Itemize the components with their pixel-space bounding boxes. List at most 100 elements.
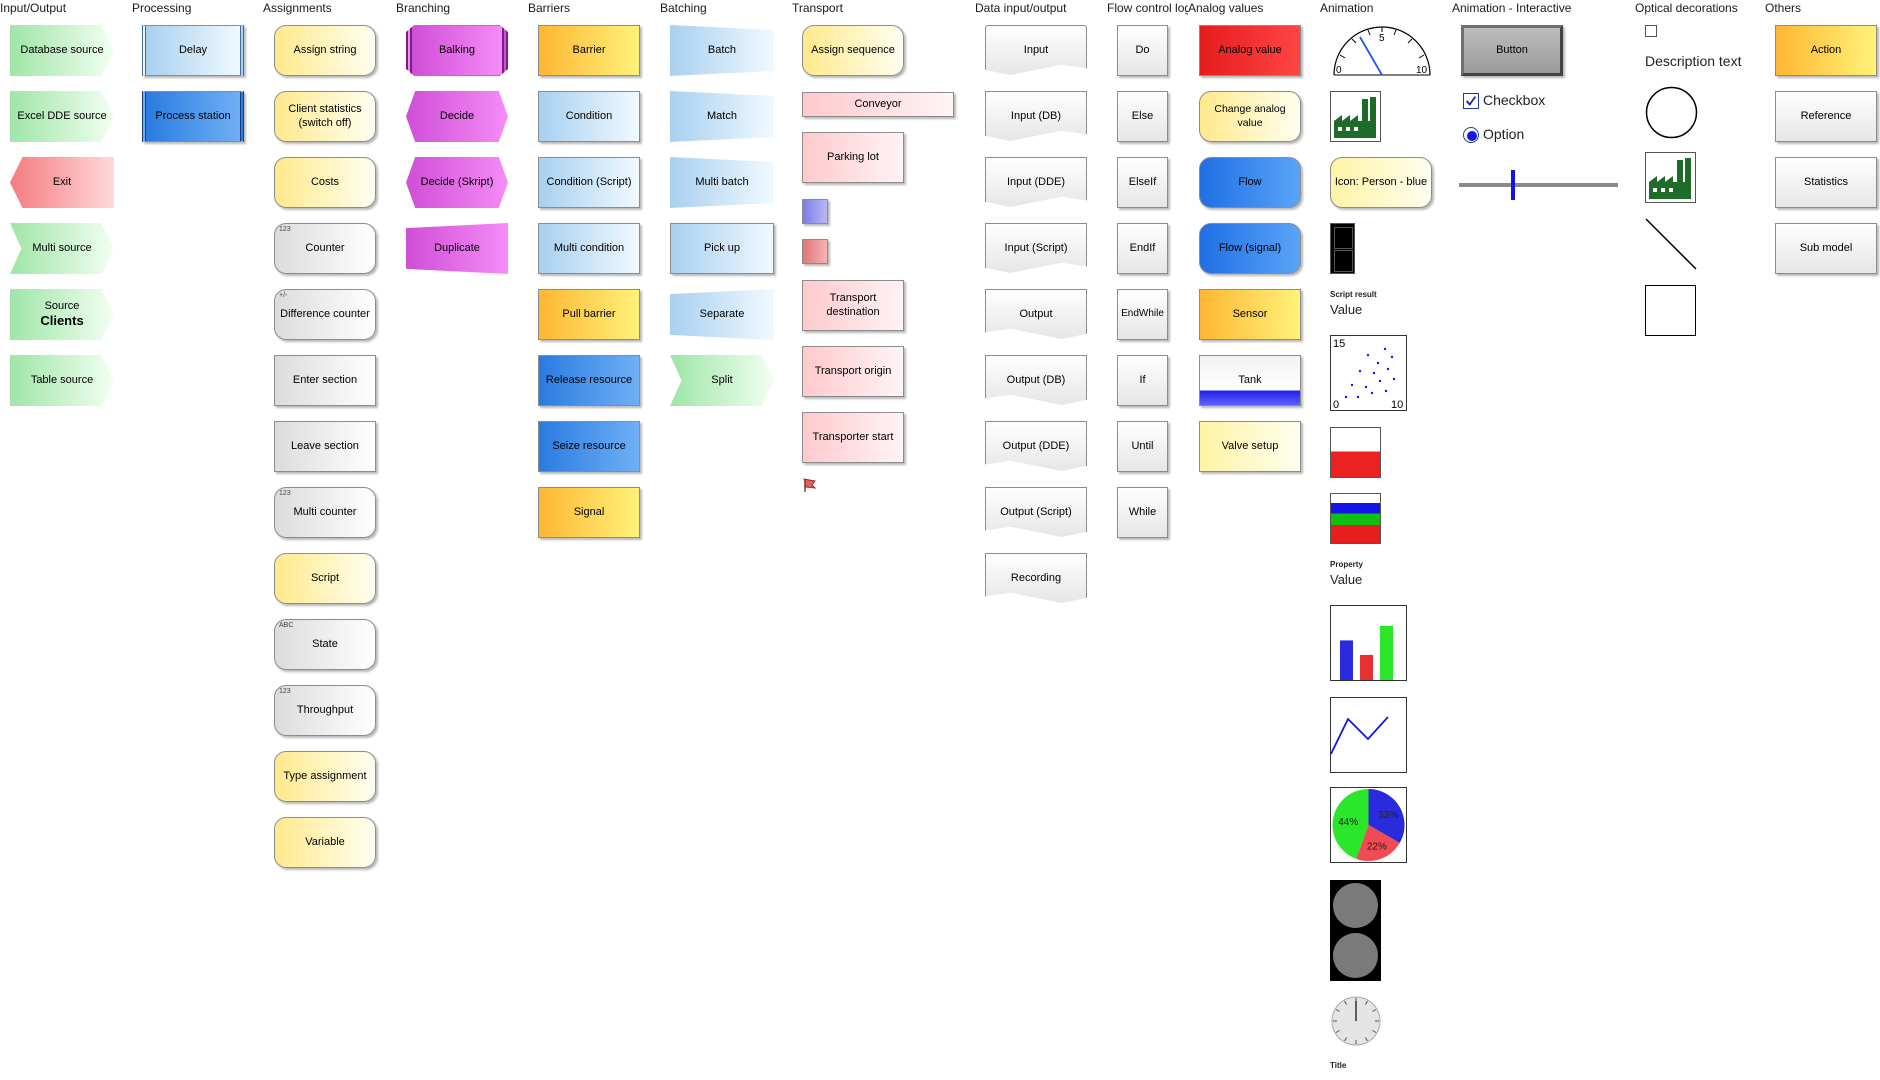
client-statistics-block[interactable]: Client statistics (switch off): [274, 91, 376, 142]
assign-sequence-block[interactable]: Assign sequence: [802, 25, 904, 76]
reference-block[interactable]: Reference: [1775, 91, 1877, 142]
flow-block[interactable]: Flow: [1199, 157, 1301, 208]
separate-block[interactable]: Separate: [670, 289, 774, 340]
assign-string-block[interactable]: Assign string: [274, 25, 376, 76]
scatter-plot-widget[interactable]: 15 0 10: [1330, 335, 1407, 411]
tank-block[interactable]: Tank: [1199, 355, 1301, 406]
valve-setup-block[interactable]: Valve setup: [1199, 421, 1301, 472]
condition-script-block[interactable]: Condition (Script): [538, 157, 640, 208]
leave-section-block[interactable]: Leave section: [274, 421, 376, 472]
transport-blue-square[interactable]: [802, 199, 828, 224]
slider-thumb[interactable]: [1511, 170, 1515, 200]
line-chart-widget[interactable]: [1330, 697, 1407, 773]
delay-block[interactable]: Delay: [142, 25, 244, 76]
bar-chart-widget[interactable]: [1330, 605, 1407, 681]
traffic-light-widget[interactable]: [1330, 880, 1381, 981]
conveyor-block[interactable]: Conveyor: [802, 92, 954, 117]
multi-batch-block[interactable]: Multi batch: [670, 157, 774, 208]
elseif-block[interactable]: ElseIf: [1117, 157, 1168, 208]
transport-red-square[interactable]: [802, 239, 828, 264]
clock-widget[interactable]: [1330, 995, 1382, 1047]
stacked-bar-widget[interactable]: [1330, 493, 1381, 544]
sensor-block[interactable]: Sensor: [1199, 289, 1301, 340]
input-dde-block[interactable]: Input (DDE): [985, 157, 1087, 207]
type-assignment-block[interactable]: Type assignment: [274, 751, 376, 802]
recording-block[interactable]: Recording: [985, 553, 1087, 603]
endwhile-block[interactable]: EndWhile: [1117, 289, 1168, 340]
duplicate-block[interactable]: Duplicate: [406, 223, 508, 274]
pie-chart-widget[interactable]: 44%33%22%: [1330, 787, 1407, 863]
output-script-block[interactable]: Output (Script): [985, 487, 1087, 537]
multi-source-block[interactable]: Multi source: [10, 223, 114, 274]
do-block[interactable]: Do: [1117, 25, 1168, 76]
circle-decoration[interactable]: [1645, 86, 1698, 139]
multi-condition-block[interactable]: Multi condition: [538, 223, 640, 274]
seize-resource-block[interactable]: Seize resource: [538, 421, 640, 472]
input-block[interactable]: Input: [985, 25, 1087, 75]
source-block[interactable]: Source Clients: [10, 289, 114, 340]
fill-level-red-widget[interactable]: [1330, 427, 1381, 478]
action-block[interactable]: Action: [1775, 25, 1877, 76]
split-block[interactable]: Split: [670, 355, 774, 406]
signal-block[interactable]: Signal: [538, 487, 640, 538]
else-block[interactable]: Else: [1117, 91, 1168, 142]
checkbox-label[interactable]: Checkbox: [1483, 92, 1546, 108]
transport-destination-block[interactable]: Transport destination: [802, 280, 904, 331]
description-text[interactable]: Description text: [1645, 53, 1742, 69]
gauge-widget[interactable]: 0 5 10: [1330, 21, 1434, 78]
option-label[interactable]: Option: [1483, 126, 1525, 142]
statistics-block[interactable]: Statistics: [1775, 157, 1877, 208]
if-block[interactable]: If: [1117, 355, 1168, 406]
factory-image-decoration[interactable]: [1645, 152, 1696, 203]
checkbox-box[interactable]: [1463, 93, 1479, 109]
pick-up-block[interactable]: Pick up: [670, 223, 774, 274]
pull-barrier-block[interactable]: Pull barrier: [538, 289, 640, 340]
script-block[interactable]: Script: [274, 553, 376, 604]
table-source-block[interactable]: Table source: [10, 355, 114, 406]
factory-icon[interactable]: [1330, 91, 1381, 142]
change-analog-value-block[interactable]: Change analog value: [1199, 91, 1301, 142]
exit-block[interactable]: Exit: [10, 157, 114, 208]
rectangle-decoration[interactable]: [1645, 285, 1696, 336]
costs-block[interactable]: Costs: [274, 157, 376, 208]
small-square-decoration[interactable]: [1645, 25, 1657, 37]
radio-option[interactable]: [1463, 127, 1479, 143]
input-db-block[interactable]: Input (DB): [985, 91, 1087, 141]
until-block[interactable]: Until: [1117, 421, 1168, 472]
output-db-block[interactable]: Output (DB): [985, 355, 1087, 405]
variable-block[interactable]: Variable: [274, 817, 376, 868]
endif-block[interactable]: EndIf: [1117, 223, 1168, 274]
balking-block[interactable]: Balking: [406, 25, 508, 76]
analog-value-block[interactable]: Analog value: [1199, 25, 1301, 76]
flow-signal-block[interactable]: Flow (signal): [1199, 223, 1301, 274]
process-station-block[interactable]: Process station: [142, 91, 244, 142]
decide-script-block[interactable]: Decide (Skript): [406, 157, 508, 208]
decide-block[interactable]: Decide: [406, 91, 508, 142]
database-source-block[interactable]: Database source: [10, 25, 114, 76]
barrier-block[interactable]: Barrier: [538, 25, 640, 76]
release-resource-block[interactable]: Release resource: [538, 355, 640, 406]
while-block[interactable]: While: [1117, 487, 1168, 538]
condition-block[interactable]: Condition: [538, 91, 640, 142]
input-script-block[interactable]: Input (Script): [985, 223, 1087, 273]
person-icon-block[interactable]: Icon: Person - blue: [1330, 157, 1432, 208]
black-indicator[interactable]: [1330, 223, 1355, 274]
parking-lot-block[interactable]: Parking lot: [802, 132, 904, 183]
difference-counter-block[interactable]: +/-Difference counter: [274, 289, 376, 340]
match-block[interactable]: Match: [670, 91, 774, 142]
flag-icon[interactable]: [802, 477, 818, 493]
excel-dde-source-block[interactable]: Excel DDE source: [10, 91, 114, 142]
slider-widget[interactable]: [1459, 162, 1618, 206]
sub-model-block[interactable]: Sub model: [1775, 223, 1877, 274]
batch-block[interactable]: Batch: [670, 25, 774, 76]
button-widget[interactable]: Button: [1461, 25, 1563, 76]
output-dde-block[interactable]: Output (DDE): [985, 421, 1087, 471]
output-block[interactable]: Output: [985, 289, 1087, 339]
enter-section-block[interactable]: Enter section: [274, 355, 376, 406]
transporter-start-block[interactable]: Transporter start: [802, 412, 904, 463]
transport-origin-block[interactable]: Transport origin: [802, 346, 904, 397]
